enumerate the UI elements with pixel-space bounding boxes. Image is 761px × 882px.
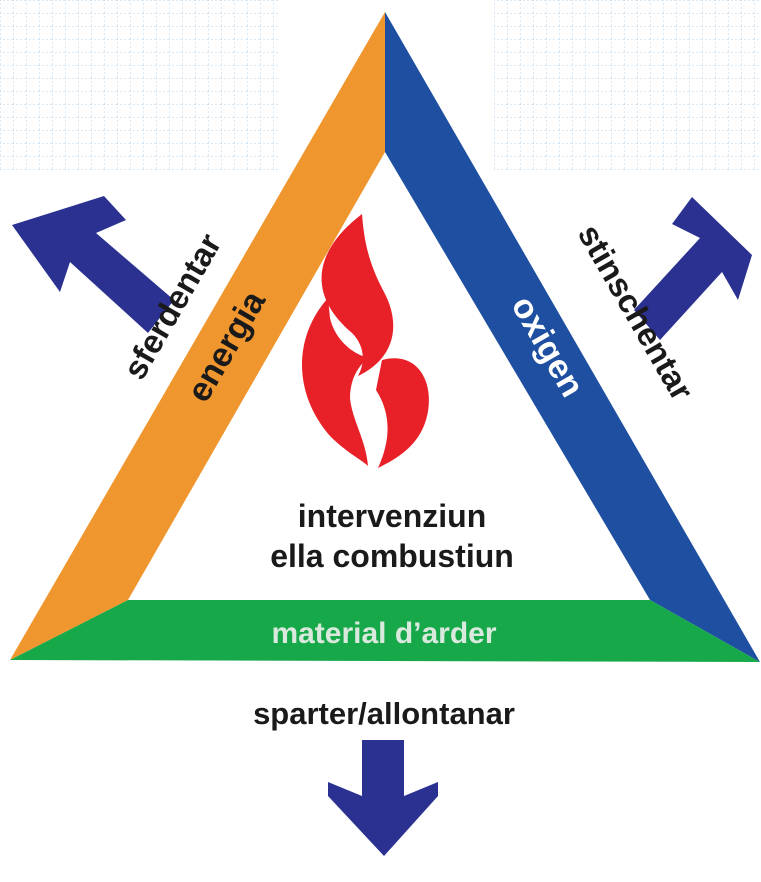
center-label-line1: intervenziun [298,498,486,534]
grid-background-right [494,0,761,170]
oxygen-side [385,12,760,662]
fuel-label: material d’arder [271,617,496,650]
fuel-side [10,600,760,662]
right-arrow-icon [634,197,752,340]
separate-action-label: sparter/allontanar [253,696,515,731]
left-arrow-icon [12,196,174,333]
center-label-line2: ella combustiun [270,538,514,574]
grid-background-left [0,0,278,170]
energy-side [10,12,385,660]
bottom-arrow-icon [328,740,438,856]
flame-icon [302,214,429,468]
